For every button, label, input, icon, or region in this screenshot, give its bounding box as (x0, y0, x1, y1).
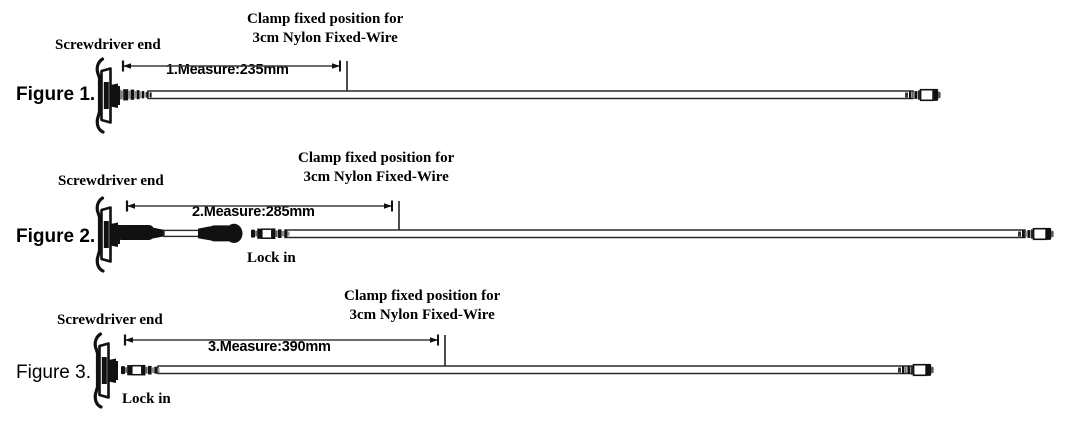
figure-3-label: Figure 3. (16, 362, 91, 383)
figure-3-clamp-label-line2: 3cm Nylon Fixed-Wire (349, 306, 495, 323)
figure-2-block: Clamp fixed position for 3cm Nylon Fixed… (0, 143, 1066, 287)
figure-1-clamp-label-line1: Clamp fixed position for (247, 11, 404, 27)
figure-2-label: Figure 2. (16, 226, 96, 247)
figure-2-clamp-label-line2: 3cm Nylon Fixed-Wire (303, 168, 449, 185)
figure-1-measure-text: 1.Measure:235mm (166, 62, 289, 78)
figure-3-lock-in-label: Lock in (122, 391, 171, 407)
figure-1-block: Clamp fixed position for 3cm Nylon Fixed… (0, 0, 1066, 143)
figure-1-label: Figure 1. (16, 84, 96, 105)
figure-2-screwdriver-label: Screwdriver end (58, 173, 164, 189)
figure-2-clamp-label-line1: Clamp fixed position for (298, 150, 455, 166)
figure-3-block: Clamp fixed position for 3cm Nylon Fixed… (0, 287, 1066, 431)
figure-1-clamp-label-line2: 3cm Nylon Fixed-Wire (252, 29, 398, 46)
figure-2-lock-in-label: Lock in (247, 250, 296, 266)
figure-2-measure-text: 2.Measure:285mm (192, 204, 315, 220)
figure-2-clamp-label: Clamp fixed position for 3cm Nylon Fixed… (298, 149, 454, 187)
figure-1-screwdriver-label: Screwdriver end (55, 37, 161, 53)
figure-1-clamp-label: Clamp fixed position for 3cm Nylon Fixed… (247, 10, 403, 48)
figure-3-measure-text: 3.Measure:390mm (208, 339, 331, 355)
figure-3-clamp-label: Clamp fixed position for 3cm Nylon Fixed… (344, 287, 500, 325)
figure-3-screwdriver-label: Screwdriver end (57, 312, 163, 328)
figure-3-clamp-label-line1: Clamp fixed position for (344, 288, 501, 304)
